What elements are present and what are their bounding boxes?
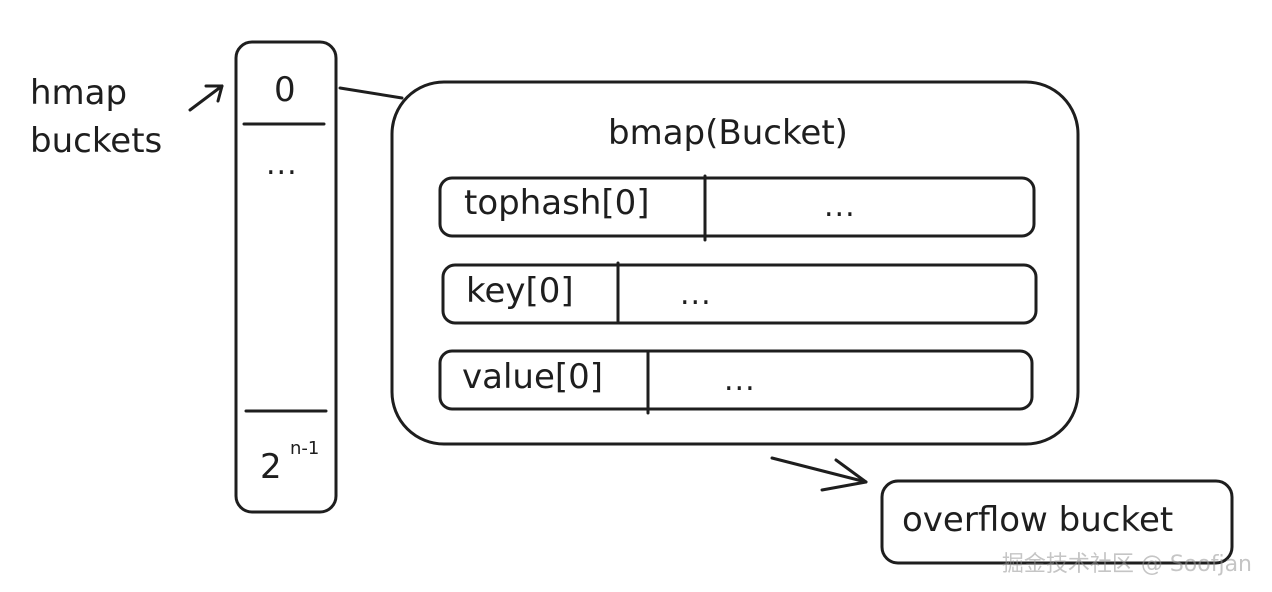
buckets-array-box xyxy=(234,40,338,514)
overflow-bucket-label: overflow bucket xyxy=(902,500,1174,540)
buckets-array-ellipsis: ... xyxy=(266,147,298,182)
key-row-label: key[0] xyxy=(466,271,574,311)
key-row-ellipsis: ... xyxy=(680,277,712,312)
tophash-row-box xyxy=(438,176,1036,238)
hmap-arrow-head xyxy=(204,84,224,103)
value-row-box xyxy=(438,349,1034,411)
key-row-box xyxy=(441,263,1038,325)
bucket-index-first: 0 xyxy=(274,70,296,110)
bucket-index-last: 2 n-1 xyxy=(260,440,330,490)
bucket-connector-line xyxy=(338,86,404,100)
hmap-label-line1: hmap xyxy=(30,73,128,113)
hmap-arrow xyxy=(188,84,224,112)
tophash-row-label: tophash[0] xyxy=(464,183,650,223)
value-row-label: value[0] xyxy=(462,357,604,397)
bmap-box xyxy=(390,80,1080,446)
overflow-bucket-box xyxy=(880,479,1234,565)
bucket-index-last-exponent: n-1 xyxy=(290,438,320,459)
overflow-arrow xyxy=(770,456,868,484)
tophash-row-ellipsis: ... xyxy=(824,189,856,224)
bmap-title: bmap(Bucket) xyxy=(608,113,848,153)
value-row-ellipsis: ... xyxy=(724,363,756,398)
overflow-arrow-head xyxy=(820,458,868,492)
watermark: 掘金技术社区 @ Soofjan xyxy=(1001,552,1252,577)
hmap-label-line2: buckets xyxy=(30,121,163,161)
bucket-index-last-base: 2 xyxy=(260,447,282,487)
